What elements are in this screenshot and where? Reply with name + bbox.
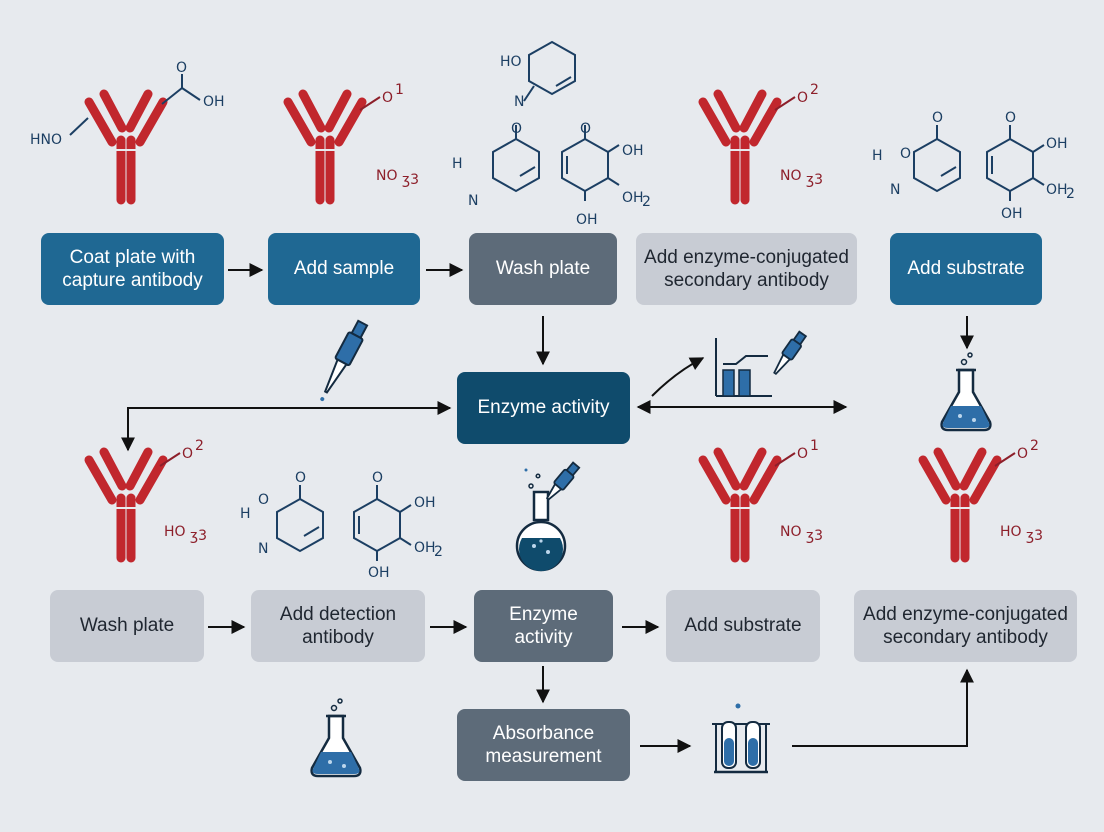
chem-label: ʒ3 — [190, 528, 207, 544]
chem-label: 2 — [810, 82, 819, 98]
chem-label: ʒ3 — [806, 528, 823, 544]
chem-label: HNO — [30, 132, 62, 148]
molecule-group-top-right: O H O N O OH OH 2 OH — [872, 110, 1075, 222]
chem-label: OH — [576, 212, 598, 228]
antibody-icon — [923, 452, 997, 558]
antibody-icon — [288, 94, 362, 200]
chem-label: OH — [203, 94, 225, 110]
chem-label: O — [176, 60, 187, 76]
chem-label: O — [372, 470, 383, 486]
chem-label: 2 — [434, 544, 443, 560]
chem-label: HO — [500, 54, 522, 70]
chem-label: ʒ3 — [1026, 528, 1043, 544]
chem-label: O — [511, 121, 522, 137]
step-wash-plate-bottom: Wash plate — [50, 590, 204, 662]
step-absorbance-measurement: Absorbance measurement — [457, 709, 630, 781]
chem-label: 1 — [810, 438, 819, 454]
pipette-icon — [545, 461, 581, 501]
flask-icon — [940, 351, 992, 432]
chem-label: N — [890, 182, 900, 198]
flask-icon — [310, 697, 362, 778]
chem-label: H — [240, 506, 251, 522]
chem-label: NO — [780, 168, 802, 184]
step-coat-plate: Coat plate with capture antibody — [41, 233, 224, 305]
chem-label: N — [514, 94, 524, 110]
chem-label: OH — [622, 190, 644, 206]
chem-label: O — [182, 446, 193, 462]
step-wash-plate-top: Wash plate — [469, 233, 617, 305]
chem-label: NO — [780, 524, 802, 540]
chem-label: O — [295, 470, 306, 486]
chem-label: O — [580, 121, 591, 137]
chem-label: 2 — [195, 438, 204, 454]
chem-label: O — [382, 90, 393, 106]
chem-label: H — [452, 156, 463, 172]
molecule-group-top: HO N O H N O OH OH 2 OH — [452, 40, 651, 228]
chem-label: OH — [1046, 182, 1068, 198]
bar-chart-icon — [715, 338, 772, 397]
chem-label: 2 — [1066, 186, 1075, 202]
step-add-detection: Add detection antibody — [251, 590, 425, 662]
step-add-secondary-bottom: Add enzyme-conjugated secondary antibody — [854, 590, 1077, 662]
pipette-icon — [320, 319, 369, 402]
chem-label: N — [258, 541, 268, 557]
chem-label: O — [797, 90, 808, 106]
pipette-icon — [773, 330, 808, 376]
antibody-icon — [89, 94, 163, 200]
antibody-icon — [703, 452, 777, 558]
chem-label: O — [932, 110, 943, 126]
chem-label: OH — [622, 143, 644, 159]
chem-label: ʒ3 — [402, 172, 419, 188]
chem-label: NO — [376, 168, 398, 184]
chem-label: HO — [1000, 524, 1022, 540]
step-enzyme-activity-bottom: Enzyme activity — [474, 590, 613, 662]
step-add-substrate-bottom: Add substrate — [666, 590, 820, 662]
step-add-substrate-top: Add substrate — [890, 233, 1042, 305]
chem-label: 2 — [642, 194, 651, 210]
chem-label: HO — [164, 524, 186, 540]
chem-label: 2 — [1030, 438, 1039, 454]
chem-label: O — [258, 492, 269, 508]
chem-label: ʒ3 — [806, 172, 823, 188]
round-flask-icon — [515, 468, 567, 572]
step-add-secondary-top: Add enzyme-conjugated secondary antibody — [636, 233, 857, 305]
chem-label: OH — [1001, 206, 1023, 222]
chem-label: 1 — [395, 82, 404, 98]
chem-label: OH — [368, 565, 390, 581]
antibody-icon — [703, 94, 777, 200]
chem-label: O — [900, 146, 911, 162]
chem-label: H — [872, 148, 883, 164]
chem-label: O — [797, 446, 808, 462]
chem-label: OH — [1046, 136, 1068, 152]
chem-label: OH — [414, 495, 436, 511]
molecule-group-bottom: O H O N O OH OH 2 OH — [240, 470, 443, 581]
chem-label: O — [1017, 446, 1028, 462]
chem-label: O — [1005, 110, 1016, 126]
chem-label: N — [468, 193, 478, 209]
step-enzyme-activity-center: Enzyme activity — [457, 372, 630, 444]
chem-label: OH — [414, 540, 436, 556]
step-add-sample: Add sample — [268, 233, 420, 305]
test-tube-rack-icon — [712, 703, 770, 774]
antibody-icon — [89, 452, 163, 558]
